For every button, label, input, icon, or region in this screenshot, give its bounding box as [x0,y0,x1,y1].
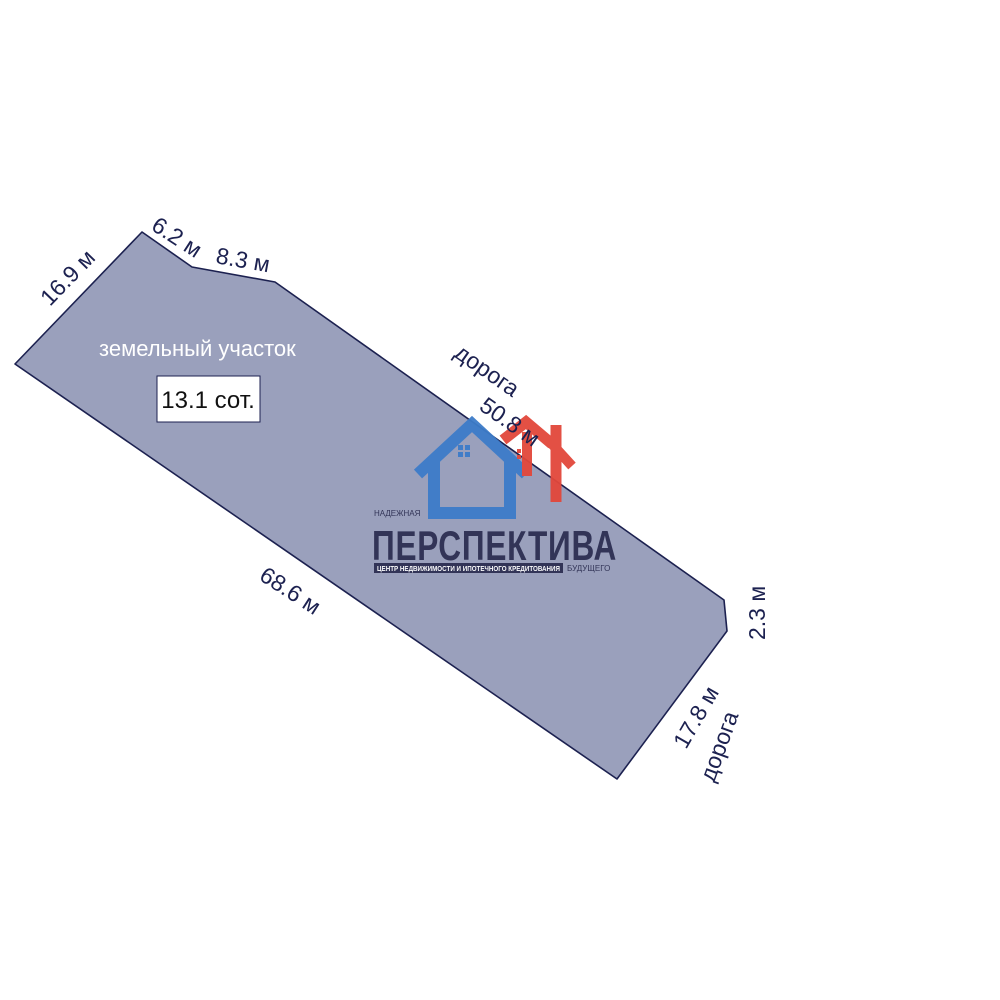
watermark-tagline-top: НАДЕЖНАЯ [374,509,421,518]
area-box [156,375,261,423]
red-house-icon [499,414,576,502]
watermark-tagline-bottom: БУДУЩЕГО [567,564,610,573]
watermark-subtitle: ЦЕНТР НЕДВИЖИМОСТИ И ИПОТЕЧНОГО КРЕДИТОВ… [377,564,560,573]
watermark-logo: НАДЕЖНАЯ ПЕРСПЕКТИВА ЦЕНТР НЕДВИЖИМОСТИ … [372,414,617,573]
dim-side-5: 2.3 м [744,586,770,640]
land-plot [14,231,728,780]
watermark-name: ПЕРСПЕКТИВА [372,522,617,569]
area-value: 13.1 сот. [161,387,254,414]
plot-label: земельный участок [99,336,296,361]
road-top: дорога [450,339,524,402]
house-icon [413,415,531,519]
